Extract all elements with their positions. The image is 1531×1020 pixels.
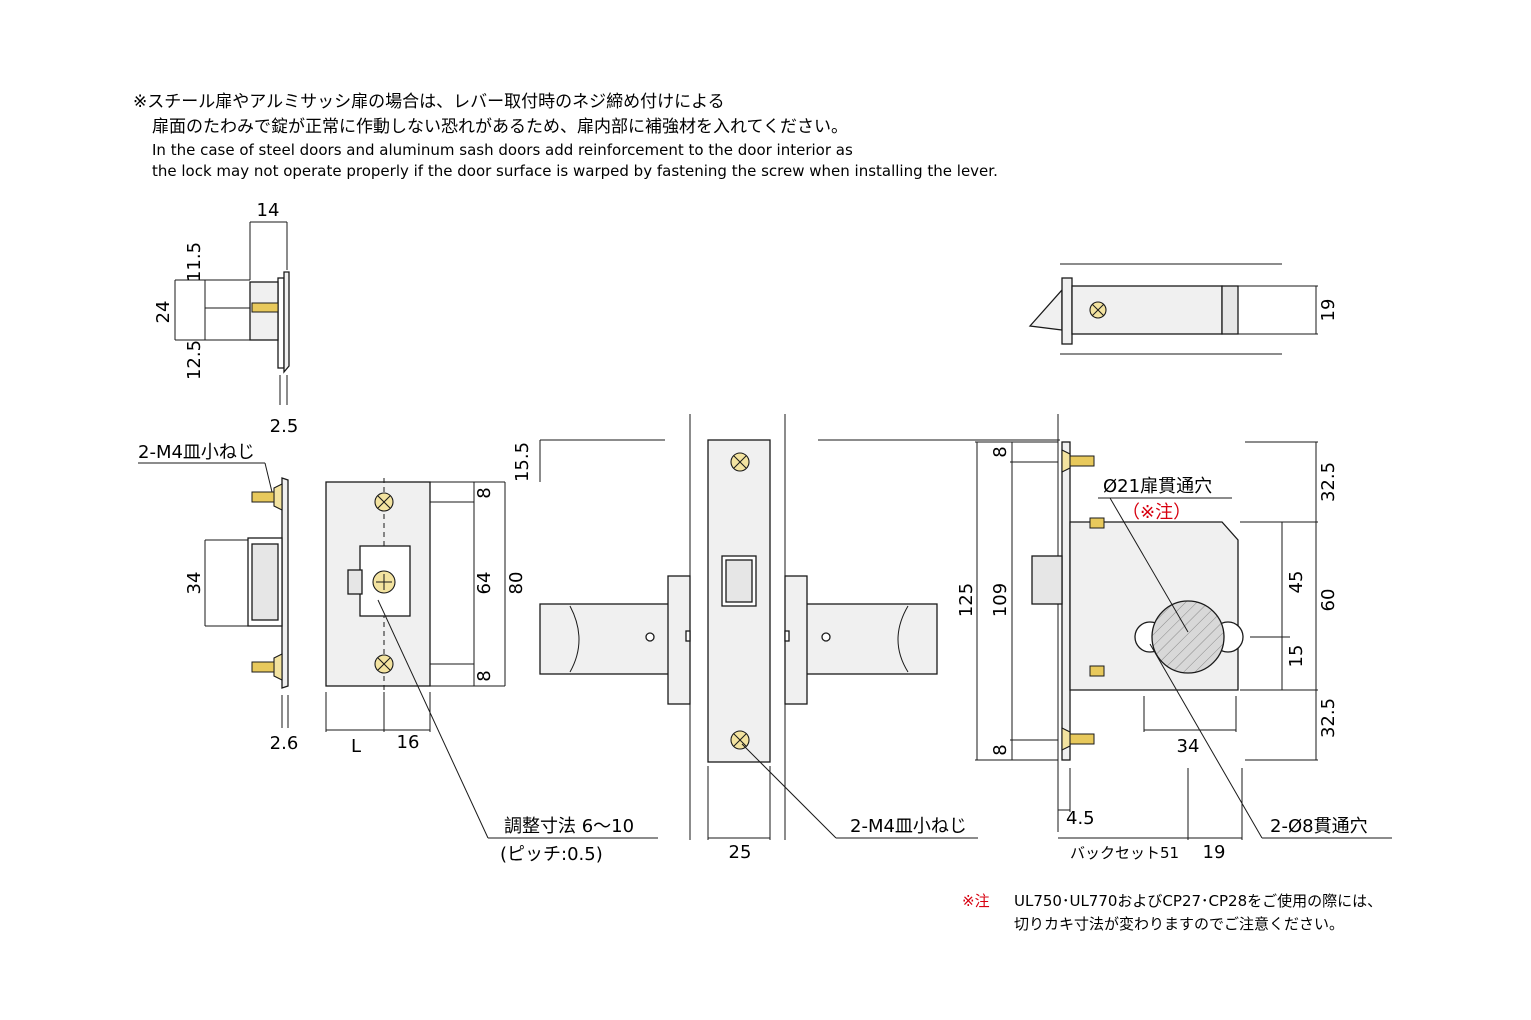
hole-note: （※注）: [1122, 502, 1191, 523]
through-hole-label: 2-Ø8貫通穴: [1270, 816, 1368, 837]
dim-125: 125: [956, 583, 977, 617]
dim-45: 45: [1286, 571, 1307, 594]
dim-8-top-front: 8: [474, 487, 495, 498]
dim-64: 64: [474, 572, 495, 595]
dim-19-top: 19: [1318, 299, 1339, 322]
dim-4-5: 4.5: [1066, 808, 1095, 829]
dim-11-5: 11.5: [184, 242, 205, 282]
footnote-line2: 切りカキ寸法が変わりますのでご注意ください。: [1014, 915, 1344, 933]
dim-60: 60: [1318, 589, 1339, 612]
dim-8-top-body: 8: [990, 446, 1011, 457]
latch-screw-label: 2-M4皿小ねじ: [138, 442, 255, 463]
note-en-line2: the lock may not operate properly if the…: [152, 162, 998, 180]
lever-view: 25 2-M4皿小ねじ: [539, 414, 978, 863]
footnote-line1: UL750･UL770およびCP27･CP28をご使用の際には、: [1014, 892, 1382, 910]
dim-14: 14: [257, 200, 280, 221]
dim-80: 80: [506, 572, 527, 595]
dim-15: 15: [1286, 645, 1307, 668]
lever-screw-label: 2-M4皿小ねじ: [850, 816, 967, 837]
dim-12-5: 12.5: [184, 340, 205, 380]
pitch-label: (ピッチ:0.5): [500, 844, 603, 865]
dim-19-body: 19: [1203, 842, 1226, 863]
dim-2-6: 2.6: [270, 733, 299, 754]
dim-8-bottom-front: 8: [474, 670, 495, 681]
footnote-mark: ※注: [962, 892, 990, 910]
dim-8-bottom-body: 8: [990, 744, 1011, 755]
dim-32-5-bottom: 32.5: [1318, 698, 1339, 738]
cylinder-hole-icon: [1151, 600, 1225, 674]
note-en-line1: In the case of steel doors and aluminum …: [152, 141, 853, 159]
dim-15-5: 15.5: [512, 442, 533, 482]
backset-label: バックセット51: [1070, 844, 1179, 862]
dim-2-5: 2.5: [270, 416, 299, 437]
dim-34-body: 34: [1177, 736, 1200, 757]
dim-25: 25: [729, 842, 752, 863]
dim-109: 109: [990, 583, 1011, 617]
hole-label: Ø21扉貫通穴: [1103, 476, 1212, 497]
dim-32-5-top: 32.5: [1318, 462, 1339, 502]
note-ja-line2: 扉面のたわみで錠が正常に作動しない恐れがあるため、扉内部に補強材を入れてください…: [152, 117, 848, 137]
latch-side-view: 2-M4皿小ねじ 34 2.6: [138, 442, 298, 754]
dim-34-side: 34: [184, 572, 205, 595]
dim-24: 24: [153, 301, 174, 324]
latch-top-view: 19: [1028, 263, 1339, 355]
note-ja-line1: ※スチール扉やアルミサッシ扉の場合は、レバー取付時のネジ締め付けによる: [133, 92, 725, 112]
latch-front-view: 8 64 8 80 15.5 L 16 調整寸法 6〜10 (ピッチ:0.5): [325, 439, 665, 865]
lock-body-view: 125 109 8 8 Ø21扉貫通穴 （※注） 32.5 45 60 15 3…: [818, 414, 1392, 863]
strike-side-view: 14 11.5 24 12.5 2.5: [153, 200, 298, 437]
adjust-label: 調整寸法 6〜10: [504, 816, 634, 837]
dim-16: 16: [397, 732, 420, 753]
dim-L: L: [351, 736, 361, 757]
